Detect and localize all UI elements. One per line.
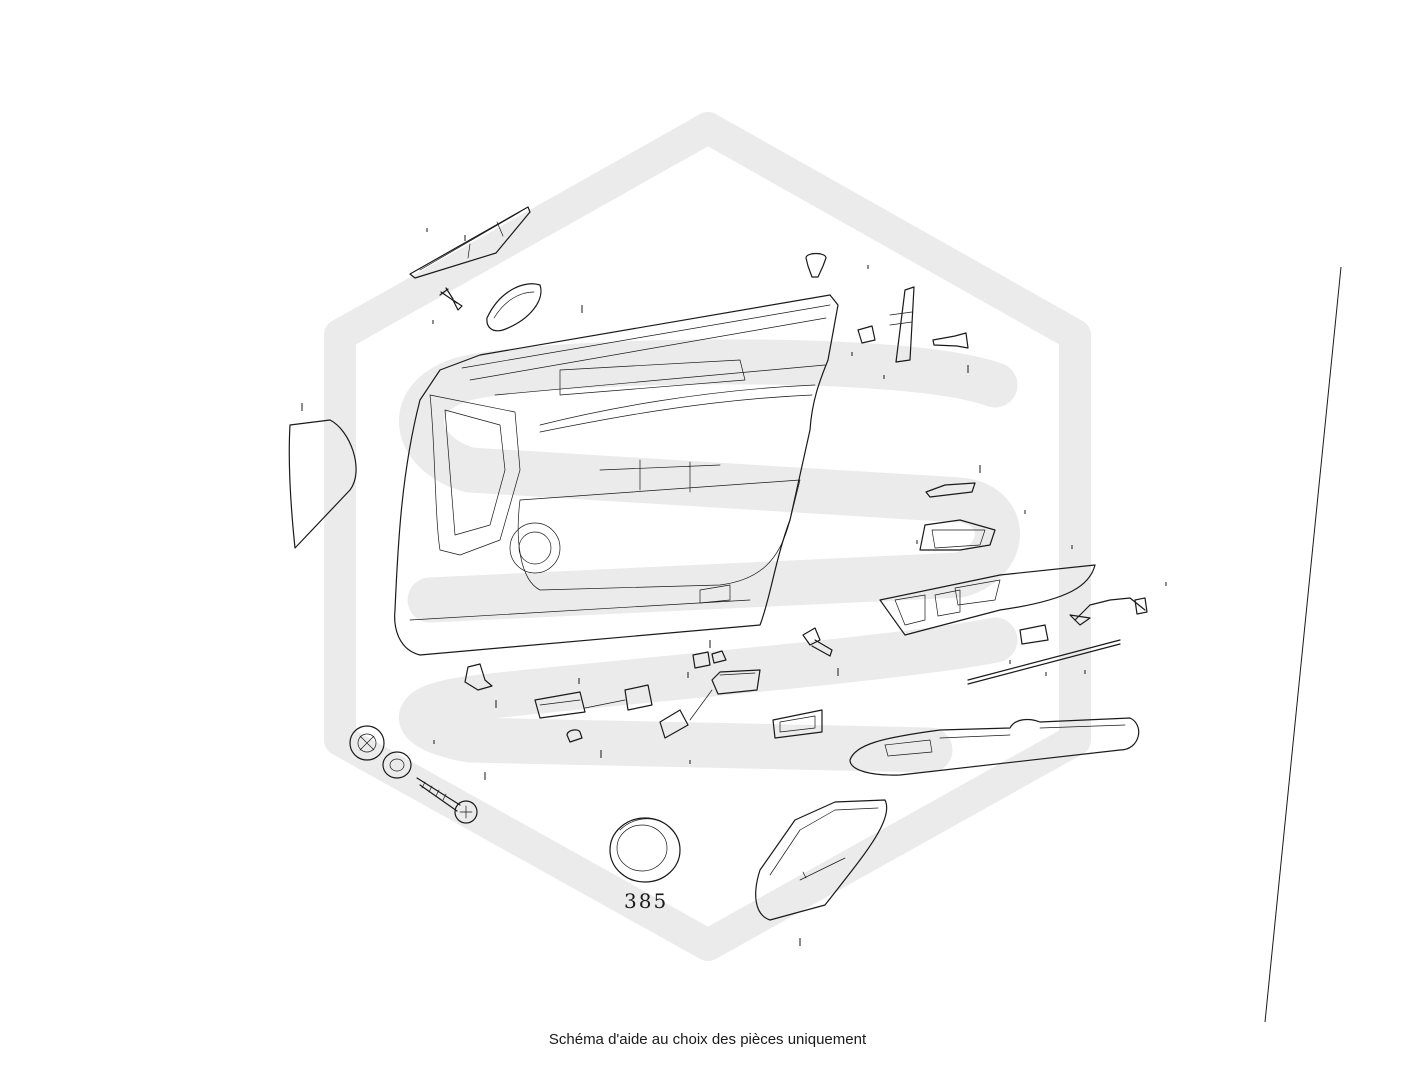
courtesy-lamp (711, 669, 761, 695)
tapping-screw (416, 777, 478, 824)
door-pocket-liner (755, 799, 888, 921)
inner-door-handle (919, 519, 996, 551)
clip-part (805, 252, 827, 278)
armrest-part (849, 717, 1140, 776)
tweeter-cover (486, 283, 542, 332)
brand-logo-watermark (324, 112, 1091, 961)
washer-part (382, 751, 412, 779)
trim-strip (889, 286, 915, 363)
lamp-lens (772, 709, 823, 739)
frame-line (1264, 266, 1342, 1023)
wiring-harness (1019, 597, 1148, 645)
window-switch-panel (879, 564, 1096, 636)
diagram-caption: Schéma d'aide au choix des pièces unique… (548, 1031, 867, 1048)
door-panel (394, 294, 839, 656)
callout-ticks (301, 228, 1167, 946)
grommet-part (349, 725, 385, 761)
lamp-left (534, 691, 586, 719)
ring-seal (609, 817, 681, 883)
connector-clip (857, 325, 876, 344)
mirror-cover-trim (409, 206, 531, 279)
part-number-385: 385 (624, 889, 668, 913)
handle-bracket (925, 482, 976, 498)
screw-right (932, 332, 969, 349)
bolt-part (802, 627, 833, 657)
push-clip (464, 663, 493, 691)
connector-block (584, 684, 713, 739)
bulb-part (566, 729, 583, 743)
bulb-socket (692, 650, 727, 669)
screw-part (439, 287, 463, 311)
seal-strip (967, 639, 1121, 685)
mirror-glass-trim (288, 419, 357, 549)
